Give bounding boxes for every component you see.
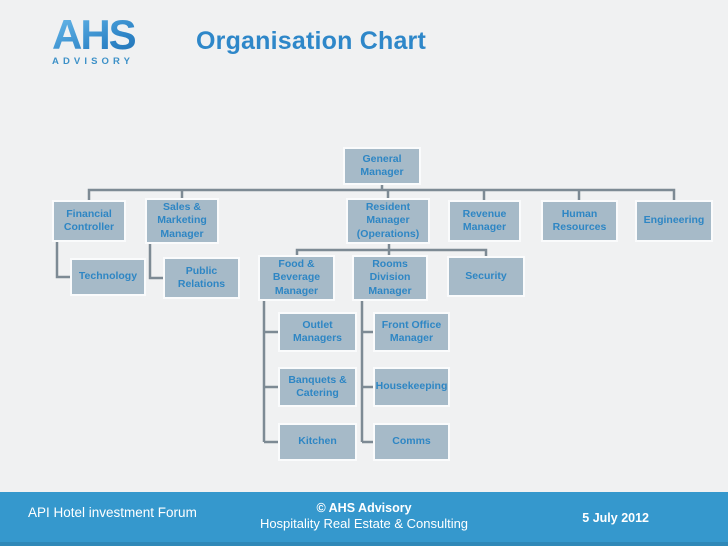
logo-tagline: ADVISORY	[52, 56, 135, 67]
footer-company-line: Hospitality Real Estate & Consulting	[259, 516, 469, 531]
footer-bar: API Hotel investment Forum © AHS Advisor…	[0, 492, 728, 546]
slide-title: Organisation Chart	[196, 27, 427, 55]
org-node-front-office-manager: Front Office Manager	[373, 312, 450, 352]
org-node-engineering: Engineering	[635, 200, 713, 242]
org-node-general-manager: General Manager	[343, 147, 421, 185]
org-node-kitchen: Kitchen	[278, 423, 357, 461]
logo-text: AHS	[52, 14, 172, 56]
footer-event-name: API Hotel investment Forum	[28, 505, 197, 520]
footer-copyright: © AHS Advisory	[316, 501, 412, 515]
org-node-security: Security	[447, 256, 525, 297]
org-node-human-resources: Human Resources	[541, 200, 618, 242]
org-node-financial-controller: Financial Controller	[52, 200, 126, 242]
org-node-public-relations: Public Relations	[163, 257, 240, 299]
org-node-food-beverage-manager: Food & Beverage Manager	[258, 255, 335, 301]
org-node-revenue-manager: Revenue Manager	[448, 200, 521, 242]
org-node-outlet-managers: Outlet Managers	[278, 312, 357, 352]
ahs-advisory-logo: AHS ADVISORY	[52, 14, 172, 68]
org-node-resident-manager: Resident Manager (Operations)	[346, 198, 430, 244]
org-node-housekeeping: Housekeeping	[373, 367, 450, 407]
org-node-banquets-catering: Banquets & Catering	[278, 367, 357, 407]
org-node-technology: Technology	[70, 258, 146, 296]
org-node-sales-marketing-manager: Sales & Marketing Manager	[145, 198, 219, 244]
footer-center-block: © AHS Advisory Hospitality Real Estate &…	[0, 492, 728, 531]
footer-date: 5 July 2012	[582, 511, 649, 525]
org-node-rooms-division-manager: Rooms Division Manager	[352, 255, 428, 301]
org-node-comms: Comms	[373, 423, 450, 461]
